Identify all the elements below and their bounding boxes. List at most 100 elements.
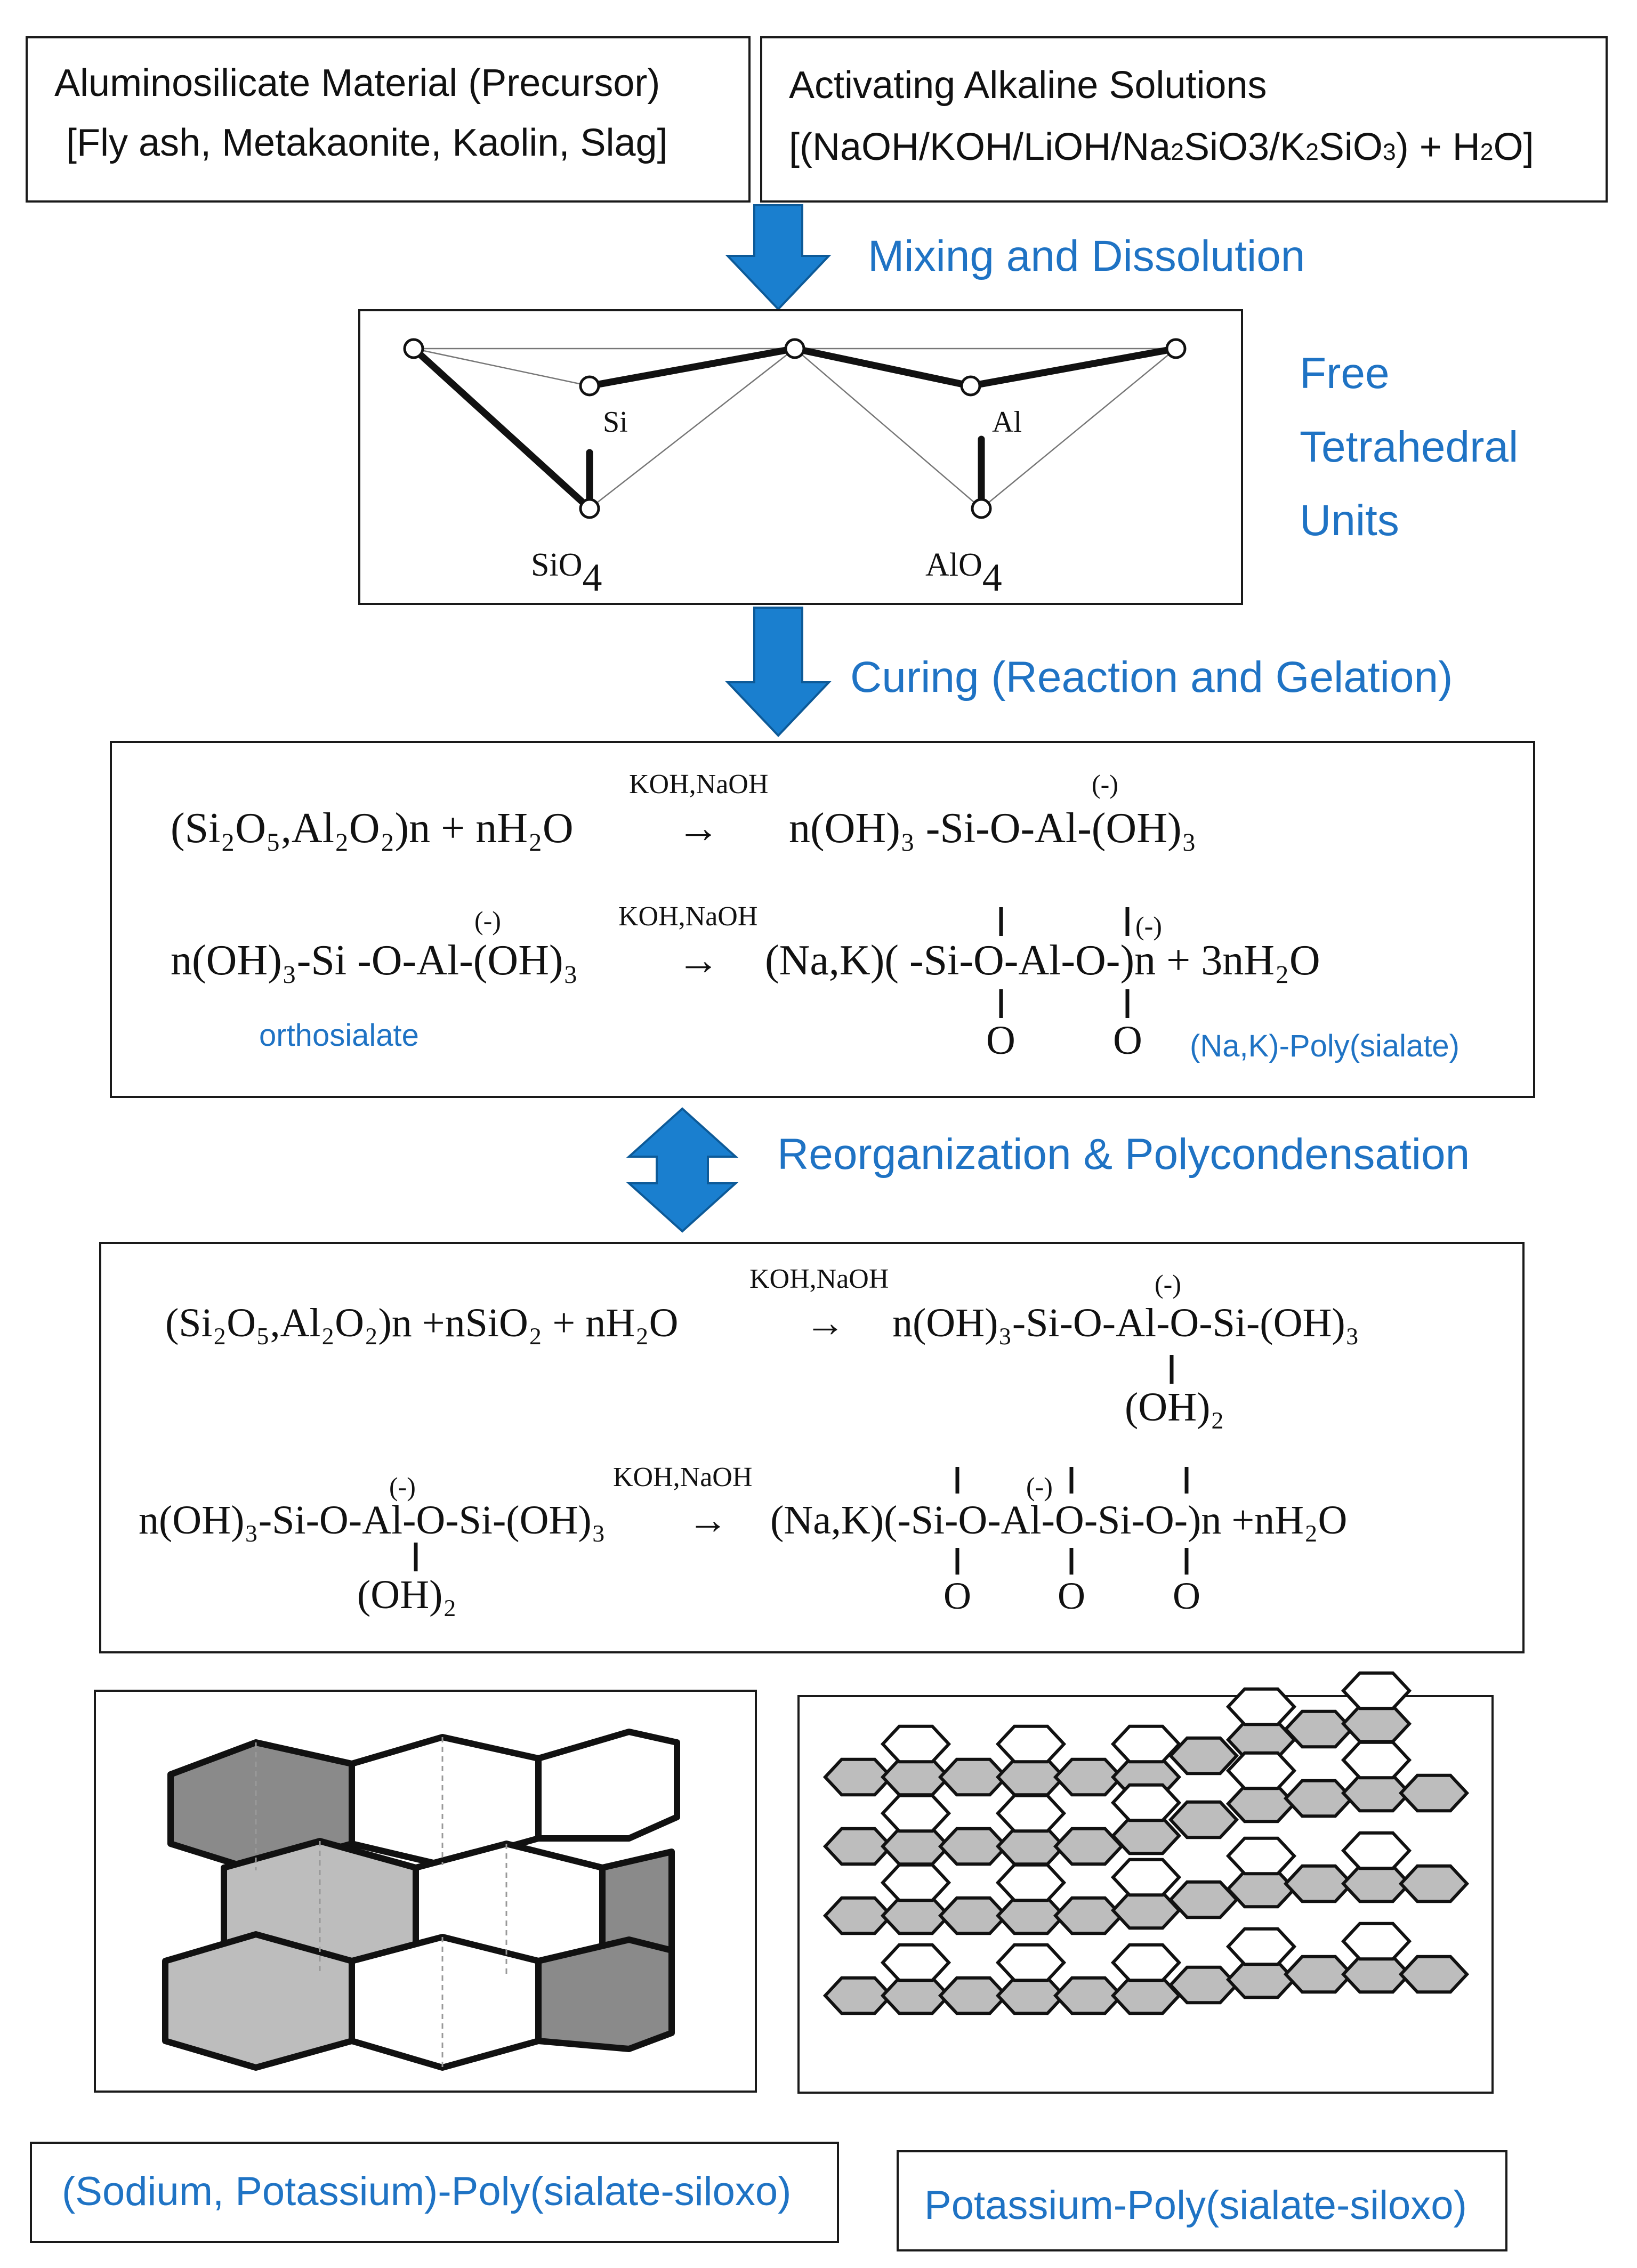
sio4-label: SiO4 (531, 543, 602, 598)
polycondensation-equations-box: KOH,NaOH (-) (Si₂O₅,Al₂O₂)n +nSiO₂ + nH₂… (99, 1242, 1525, 1653)
activator-box: Activating Alkaline Solutions [(NaOH/KOH… (760, 36, 1608, 203)
hexagon-cell (995, 1863, 1067, 1902)
hexagon-cell (1053, 1827, 1124, 1866)
hexagon-cell (1168, 1965, 1239, 2005)
hexagon-cell (1341, 1831, 1412, 1870)
hexagon-cell (1110, 1816, 1182, 1855)
hexagon-cell (1110, 1943, 1182, 1982)
curing-equations-box: KOH,NaOH (-) (Si₂O₅,Al₂O₂)n + nH₂O → n(O… (110, 741, 1535, 1098)
hexagon-cell (1110, 1858, 1182, 1897)
sodium-potassium-caption-box: (Sodium, Potassium)-Poly(sialate-siloxo) (30, 2142, 839, 2243)
hexagon-cell (1225, 1751, 1297, 1790)
down-arrow-1 (725, 204, 832, 311)
hexagon-cell (1341, 1922, 1412, 1961)
eq3-arrow: → (805, 1301, 845, 1345)
hexagon-cell (995, 1724, 1067, 1764)
tetrahedra-diagram (403, 338, 1187, 519)
double-arrow (626, 1107, 739, 1233)
hexagon-cell (1225, 1784, 1297, 1823)
hexagon-cell (1225, 1869, 1297, 1909)
hexagon-cell (938, 1896, 1009, 1935)
hexagon-cell (1341, 1740, 1412, 1780)
eq3-hydroxyl: (OH)₂ (1125, 1385, 1224, 1430)
hexagon-cell (1110, 1891, 1182, 1930)
precursor-title: Aluminosilicate Material (Precursor) (54, 62, 660, 104)
down-arrow-2 (725, 607, 832, 737)
eq4-hydroxyl: (OH)₂ (357, 1572, 457, 1617)
step-mixing-label: Mixing and Dissolution (868, 232, 1305, 280)
eq4-reactant: n(OH)₃-Si-O-Al-O-Si-(OH)₃ (139, 1498, 606, 1543)
potassium-caption: Potassium-Poly(sialate-siloxo) (924, 2183, 1467, 2228)
hexagon-cell (1225, 1836, 1297, 1876)
activator-text-c: SiO (1318, 126, 1383, 168)
hexagon-cell (822, 1896, 894, 1935)
step-reorg-label: Reorganization & Polycondensation (777, 1130, 1470, 1179)
eq4-oxygen-3: O (1173, 1575, 1200, 1617)
hexagon-cell (1398, 1864, 1470, 1903)
eq4-arrow: → (688, 1498, 728, 1543)
hexagon-cell (1168, 1800, 1239, 1839)
hexagon-cell (880, 1943, 951, 1982)
activator-sub-c: 3 (1382, 139, 1396, 165)
al-atom-label: Al (992, 406, 1022, 439)
tetrahedral-label: Tetrahedral (1300, 423, 1519, 471)
hexagon-cell (995, 1794, 1067, 1833)
hexagon-cell (1283, 1709, 1354, 1749)
activator-solutions: [(NaOH/KOH/LiOH/Na2SiO3/K2SiO3) + H2O] (789, 128, 1534, 166)
hexagon-cell (938, 1976, 1009, 2015)
eq3-charge: (-) (1155, 1269, 1181, 1299)
eq2-bonds-top (999, 907, 1130, 1018)
activator-text-e: O] (1493, 126, 1534, 168)
hexagon-cell (938, 1757, 1009, 1797)
sio4-text: SiO (531, 547, 583, 583)
eq1-reactants: (Si₂O₅,Al₂O₂)n + nH₂O (171, 805, 574, 852)
eq2-charge-right: (-) (1135, 911, 1162, 941)
hexagon-cell (938, 1827, 1009, 1866)
eq3-reactants: (Si₂O₅,Al₂O₂)n +nSiO₂ + nH₂O (165, 1301, 679, 1345)
layered-hexagon-network-illustration (822, 1671, 1470, 2015)
potassium-caption-box: Potassium-Poly(sialate-siloxo) (897, 2150, 1507, 2251)
hexagon-cell (1283, 1864, 1354, 1903)
alo4-text: AlO (925, 547, 982, 583)
hexagon-cell (822, 1757, 894, 1797)
eq4-charge-right: (-) (1026, 1472, 1053, 1502)
eq3-product: n(OH)₃-Si-O-Al-O-Si-(OH)₃ (892, 1301, 1360, 1345)
hexagon-cell (1110, 1976, 1182, 2015)
tetrahedra-box: Si Al SiO4 AlO4 (358, 309, 1243, 605)
eq2-catalyst: KOH,NaOH (618, 901, 758, 932)
hexagon-cell (1225, 1687, 1297, 1726)
hexagon-cell (1398, 1773, 1470, 1813)
hexagon-cell (822, 1976, 894, 2015)
hexagon-cell (1341, 1704, 1412, 1744)
eq1-catalyst: KOH,NaOH (629, 769, 769, 800)
hexagon-cell (1110, 1783, 1182, 1822)
eq2-oxygen-2: O (1113, 1018, 1142, 1063)
hexagon-cell (880, 1724, 951, 1764)
sodium-potassium-structure-box (94, 1690, 757, 2093)
eq1-product: n(OH)₃ -Si-O-Al-(OH)₃ (789, 805, 1197, 852)
activator-title: Activating Alkaline Solutions (789, 64, 1267, 107)
potassium-structure-box (797, 1671, 1494, 2094)
eq4-catalyst: KOH,NaOH (613, 1462, 753, 1492)
hexagon-cell (1341, 1671, 1412, 1710)
poly-sialate-label: (Na,K)-Poly(sialate) (1190, 1029, 1459, 1063)
eq4-product: (Na,K)(-Si-O-Al-O-Si-O-)n +nH₂O (770, 1498, 1348, 1543)
eq2-reactant: n(OH)₃-Si -O-Al-(OH)₃ (171, 937, 578, 984)
eq2-charge-left: (-) (474, 906, 501, 935)
activator-sub-b: 2 (1305, 139, 1319, 165)
precursor-materials: [Fly ash, Metakaonite, Kaolin, Slag] (66, 122, 668, 164)
units-label: Units (1300, 496, 1399, 545)
orthosialate-label: orthosialate (259, 1018, 419, 1053)
eq4-oxygen-2: O (1058, 1575, 1085, 1617)
eq4-charge-left: (-) (389, 1472, 416, 1502)
activator-text-a: [(NaOH/KOH/LiOH/Na (789, 126, 1171, 168)
eq3-catalyst: KOH,NaOH (749, 1264, 889, 1294)
activator-sub-a: 2 (1171, 139, 1184, 165)
alo4-label: AlO4 (925, 543, 1002, 598)
hexagon-cell (1398, 1955, 1470, 1994)
hexagon-cell (1110, 1724, 1182, 1764)
step-curing-label: Curing (Reaction and Gelation) (850, 653, 1453, 701)
activator-text-d: ) + H (1396, 126, 1480, 168)
activator-text-b: SiO3/K (1183, 126, 1306, 168)
three-d-framework-illustration (162, 1729, 680, 2071)
